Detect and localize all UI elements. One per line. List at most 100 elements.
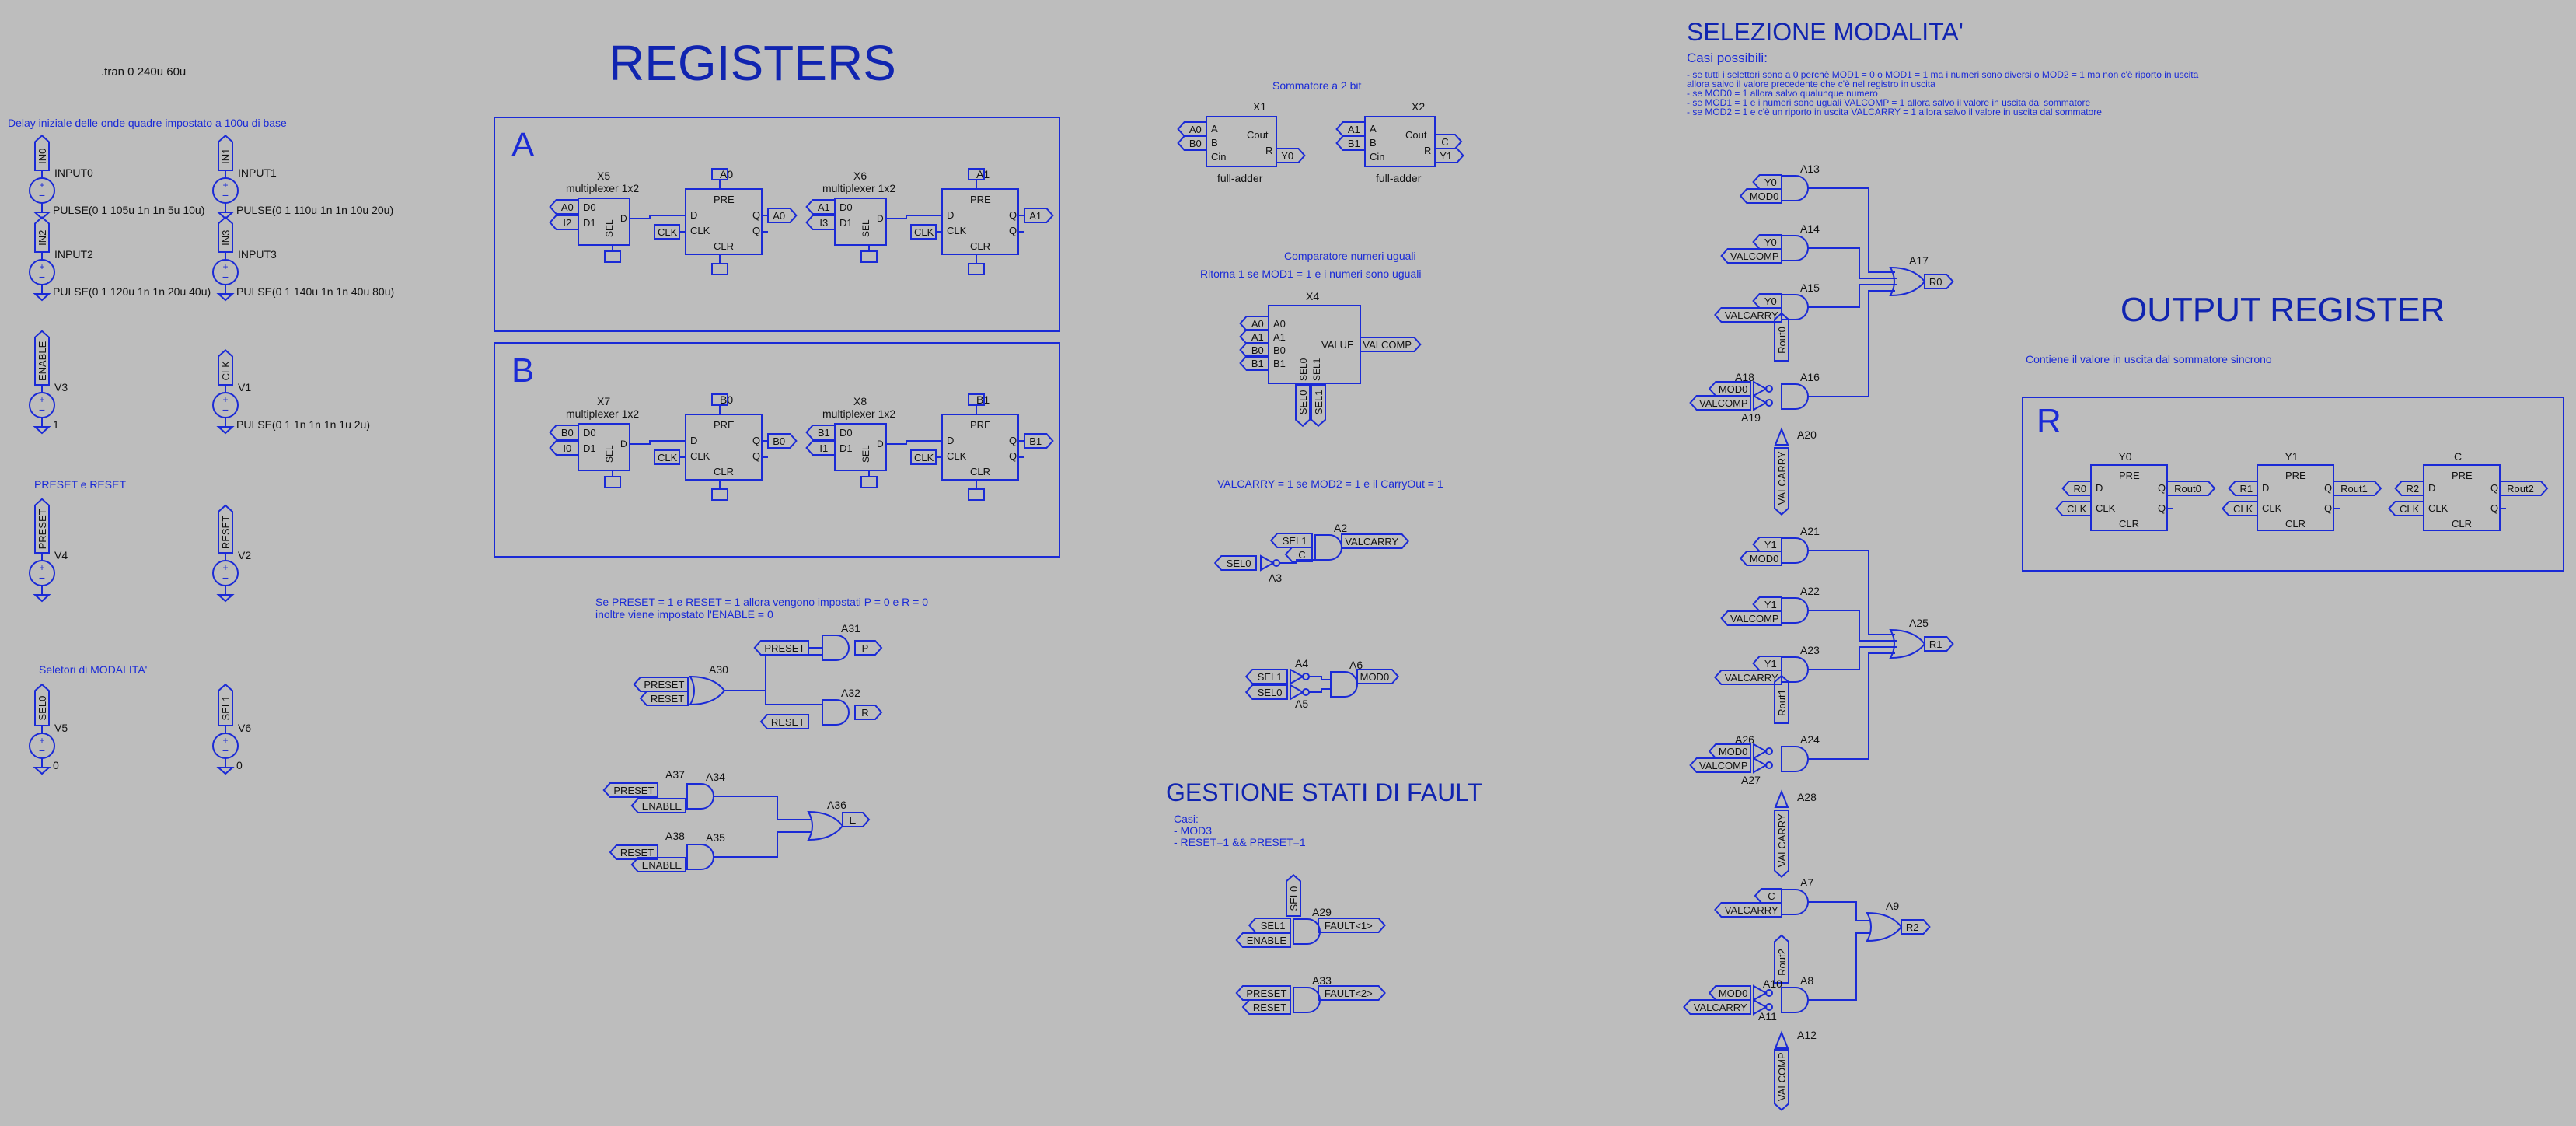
reset-flag [759, 714, 809, 729]
ff-pin: Q [752, 209, 760, 221]
gate-name: A37 [665, 768, 685, 781]
sel-flag [1295, 384, 1311, 428]
not-gate-icon [1753, 757, 1768, 774]
adder-output-flag [1434, 134, 1463, 149]
e-flag-text: E [850, 814, 857, 826]
rout-flag-text: Rout0 [1776, 327, 1788, 354]
gate-name: A3 [1269, 572, 1282, 584]
adder-output-flag-text: Y0 [1281, 150, 1293, 162]
not-gate-icon [1774, 1030, 1789, 1049]
minus-sign: − [222, 271, 229, 283]
minus-sign: − [222, 404, 229, 416]
ground-icon [33, 293, 51, 302]
source-name: V5 [54, 722, 68, 734]
or-gate-icon [1866, 911, 1903, 942]
wire [1808, 550, 1895, 635]
plus-sign: + [39, 394, 44, 405]
comparator-input-flag-text: B0 [1251, 344, 1264, 356]
mux-pin: D1 [583, 217, 596, 229]
wire [1309, 676, 1331, 680]
sel-in-flag-text: VALCOMP [1699, 760, 1748, 771]
source-name: V1 [238, 381, 251, 393]
flipflop-name: Y1 [2285, 450, 2298, 463]
gate-name: A20 [1797, 428, 1817, 441]
rout-flag-text: Rout2 [1776, 949, 1788, 976]
source-value: PULSE(0 1 105u 1n 1n 5u 10u) [53, 204, 204, 216]
inverter-bubble [1765, 761, 1773, 769]
gate-name: A25 [1909, 617, 1929, 629]
mux-input-flag [805, 215, 836, 230]
ff-pin: CLR [2119, 518, 2139, 530]
mux-caption: multiplexer 1x2 [566, 407, 639, 420]
plus-sign: + [39, 735, 44, 746]
sel-in-flag [1708, 743, 1751, 759]
ff-pin: PRE [714, 194, 735, 205]
fault2-flag-text: FAULT<2> [1325, 988, 1373, 999]
source-net-flag [218, 135, 233, 171]
gate-name: A12 [1797, 1029, 1817, 1041]
source-net-flag [218, 683, 233, 726]
sim-directive: .tran 0 240u 60u [101, 65, 186, 79]
gate-name: A4 [1295, 657, 1308, 670]
output-note: Contiene il valore in uscita dal sommato… [2026, 353, 2272, 365]
wire [1808, 652, 1895, 760]
clk-flag-text: CLK [2067, 503, 2087, 515]
source-net-flag-text: IN0 [37, 149, 48, 164]
r-flag [854, 705, 883, 720]
sel-in-flag-text: Y0 [1764, 177, 1777, 188]
and-gate-icon [822, 699, 850, 726]
source-net-flag-text: SEL0 [37, 696, 48, 721]
wire [1808, 187, 1895, 273]
ground-icon [216, 293, 235, 302]
register-in-flag [1901, 919, 1931, 935]
mux-input-flag [549, 440, 579, 456]
gate-name: A11 [1758, 1010, 1777, 1023]
fa-pin: Cin [1211, 151, 1227, 163]
preset-flag [633, 677, 689, 692]
sel-in-flag [1752, 234, 1782, 250]
minus-sign: − [222, 744, 229, 757]
mux-input-flag-text: A0 [561, 201, 574, 213]
fault-in-flag-text: RESET [1253, 1002, 1286, 1013]
adder-input-flag [1335, 121, 1366, 137]
inverter-bubble [1765, 1003, 1773, 1011]
gate-name: A33 [1312, 974, 1332, 987]
sel-in-flag-text: VALCARRY [1725, 904, 1778, 916]
gate-name: A16 [1800, 371, 1820, 383]
sel-in-flag-text: MOD0 [1719, 383, 1748, 395]
and-gate-icon [686, 844, 714, 870]
plus-sign: + [222, 394, 228, 405]
fault-in-flag [1235, 932, 1291, 948]
and-gate-icon [1781, 537, 1809, 564]
source-net-flag-text: ENABLE [37, 341, 48, 381]
gate-name: A31 [841, 622, 860, 635]
output-register-frame [2022, 397, 2564, 572]
fault-title: GESTIONE STATI DI FAULT [1166, 778, 1482, 806]
gate-name: A36 [827, 799, 846, 811]
ff-pin: D [690, 435, 697, 446]
mux-pin: D1 [839, 217, 853, 229]
flipflop-box [685, 414, 763, 481]
enable-flag [630, 857, 686, 872]
mux-pin: D [877, 213, 884, 224]
gate-name: A2 [1334, 522, 1347, 534]
ff-pin: PRE [2285, 470, 2306, 481]
gate-name: A5 [1295, 698, 1308, 710]
mux-pin: D1 [839, 442, 853, 454]
preset-flag-text: PRESET [613, 785, 654, 796]
sel-in-flag [1708, 381, 1751, 397]
valcarry-out-flag [1341, 533, 1409, 549]
wire [1808, 610, 1897, 642]
adder-input-flag-text: A1 [1348, 124, 1360, 135]
sel-in-flag-text: C [1768, 890, 1775, 902]
flipflop-box [941, 414, 1019, 481]
wire [765, 691, 822, 705]
gate-name: A17 [1909, 254, 1929, 267]
ground-icon [33, 212, 51, 220]
ff-pin: CLK [690, 225, 710, 236]
gate-name: A21 [1800, 525, 1820, 537]
mux-name: X6 [853, 170, 867, 182]
ff-pin: Q [2158, 482, 2166, 494]
ground-icon [33, 594, 51, 603]
p-flag-text: P [862, 642, 869, 654]
